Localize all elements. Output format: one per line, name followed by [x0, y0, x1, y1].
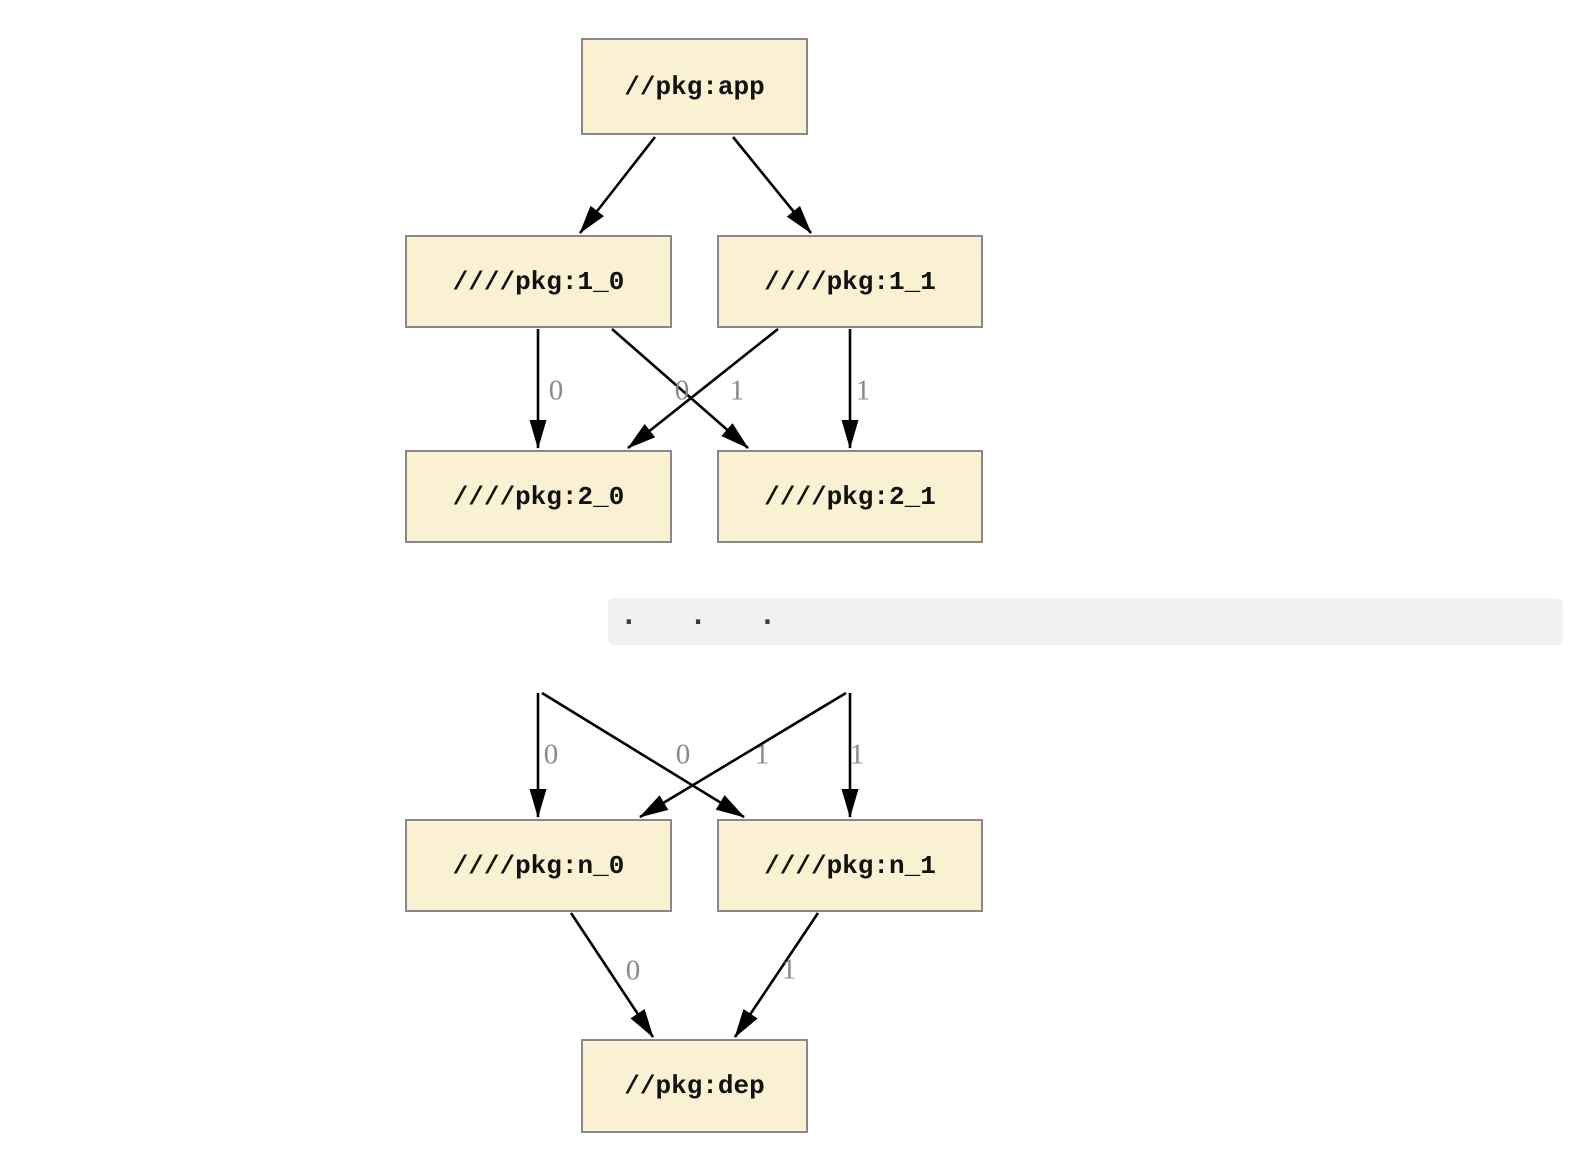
- edge-ellipsis-to-n_1-diagonal: [541, 691, 745, 819]
- ellipsis-text: . . .: [621, 600, 795, 631]
- edge-label-to-n_0-diagonal: 0: [675, 738, 691, 771]
- edge-app-to-1_1: [731, 136, 813, 234]
- node-pkg-app: //pkg:app: [581, 38, 808, 135]
- edge-label-to-n_0-vertical: 0: [543, 738, 559, 771]
- node-pkg-n_1: ////pkg:n_1: [717, 819, 983, 912]
- edge-1_0-to-2_1: [611, 328, 749, 449]
- node-pkg-n_0: ////pkg:n_0: [405, 819, 672, 912]
- edge-label-1_1-2_0: 0: [674, 374, 690, 407]
- edge-label-n_0-dep: 0: [625, 954, 641, 987]
- node-pkg-2_1: ////pkg:2_1: [717, 450, 983, 543]
- node-pkg-dep: //pkg:dep: [581, 1039, 808, 1133]
- edge-1_1-to-2_0: [627, 327, 779, 450]
- node-pkg-1_1: ////pkg:1_1: [717, 235, 983, 328]
- edge-n_1-to-dep: [733, 912, 820, 1038]
- edge-app-to-1_0: [578, 136, 657, 234]
- node-pkg-2_0: ////pkg:2_0: [405, 450, 672, 543]
- edge-label-n_1-dep: 1: [781, 953, 797, 986]
- node-pkg-1_0: ////pkg:1_0: [405, 235, 672, 328]
- edge-label-to-n_1-diagonal: 1: [754, 738, 770, 771]
- edge-n_0-to-dep: [569, 912, 655, 1038]
- ellipsis-band: . . .: [608, 598, 1563, 645]
- edge-label-1_0-2_1: 1: [729, 374, 745, 407]
- edge-label-1_1-2_1: 1: [855, 374, 871, 407]
- edge-label-1_0-2_0: 0: [548, 374, 564, 407]
- edge-ellipsis-to-n_0-diagonal: [639, 691, 847, 819]
- edge-label-to-n_1-vertical: 1: [849, 738, 865, 771]
